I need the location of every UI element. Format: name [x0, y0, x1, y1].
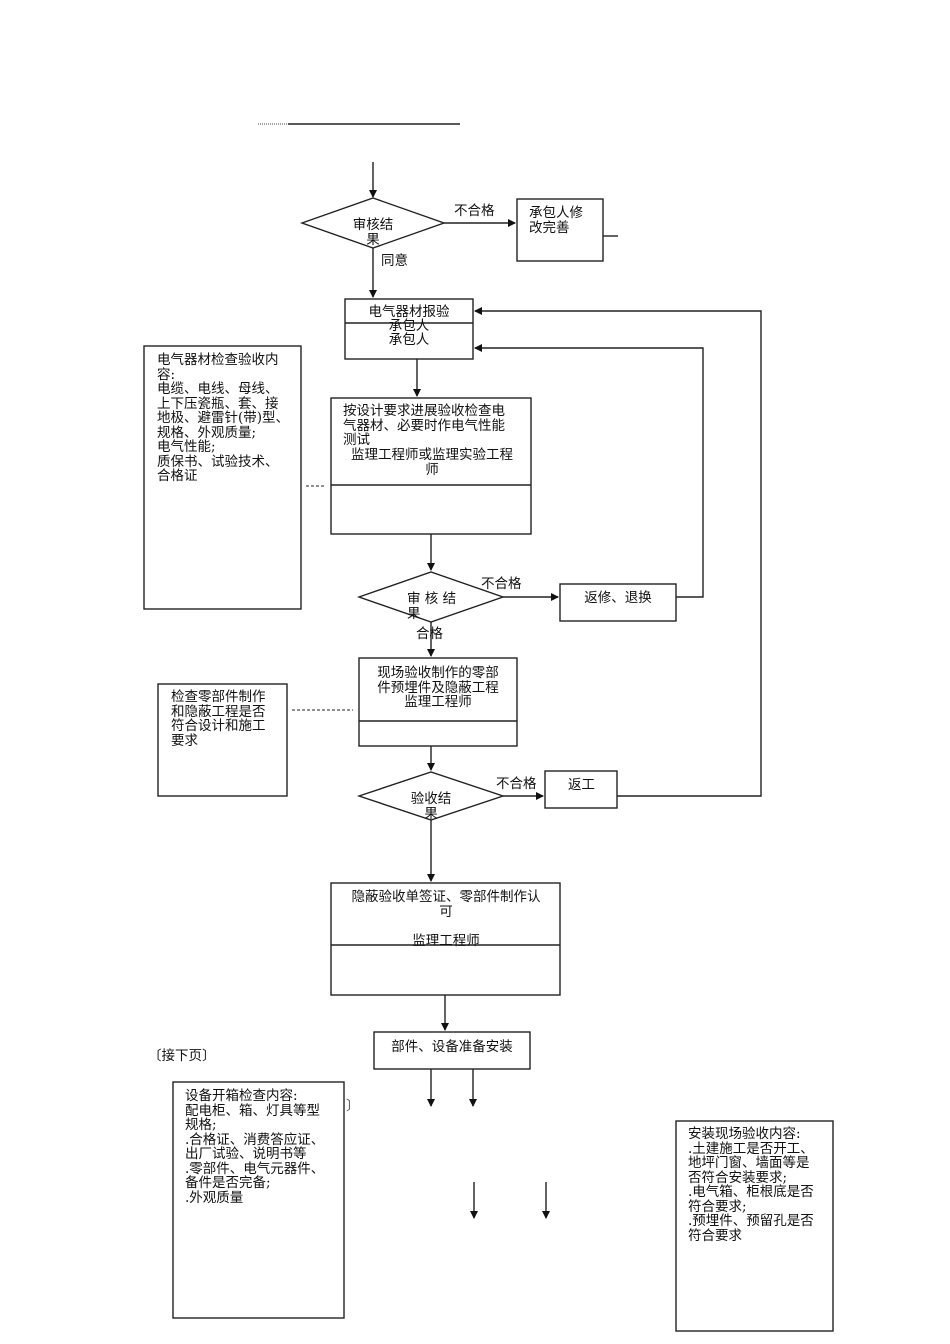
review1-agree-label: 同意 — [381, 253, 408, 269]
site-acceptance-box[interactable] — [358, 657, 518, 747]
site-acceptance-label: 现场验收制作的零部 件预埋件及隐蔽工程 — [377, 665, 499, 696]
repair-replace-label: 返修、退换 — [584, 590, 652, 606]
hidden-signoff-role: 监理工程师 — [412, 933, 480, 949]
review3-fail-label: 不合格 — [496, 776, 537, 792]
parts-check-notes-box — [157, 683, 288, 797]
material-report-title: 电气器材报验 — [368, 304, 450, 320]
repair-loop-arrow — [474, 344, 704, 598]
prepare-install-label: 部件、设备准备安装 — [391, 1039, 513, 1055]
material-check-notes-text: 电气器材检查验收内 容: 电缆、电线、母线、 上下压瓷瓶、套、接 地极、避雷针(… — [157, 352, 290, 484]
hidden-signoff-label: 隐蔽验收单签证、零部件制作认 可 — [351, 889, 541, 920]
review2-label: 审 核 结 果 — [407, 591, 457, 622]
material-report-box[interactable] — [344, 298, 474, 360]
contractor-fix-box[interactable] — [516, 198, 604, 262]
inspect-test-box[interactable] — [330, 397, 532, 535]
repair-replace-box[interactable] — [559, 583, 677, 622]
material-report-sub1: 承包人 — [388, 318, 430, 334]
rework-box[interactable] — [544, 770, 618, 809]
review2-fail-label: 不合格 — [481, 576, 522, 592]
contractor-fix-label: 承包人修 改完善 — [529, 205, 583, 236]
rework-loop-arrow — [474, 307, 762, 797]
continued-note: 〔接下页〕 — [148, 1048, 216, 1064]
parts-check-notes-text: 检查零部件制作 和隐蔽工程是否 符合设计和施工 要求 — [171, 689, 266, 749]
site-acceptance-role: 监理工程师 — [404, 694, 472, 710]
material-report-sub2: 承包人 — [388, 332, 430, 348]
inspect-test-label: 按设计要求进展验收检查电 气器材、必要时作电气性能 测试 — [343, 403, 505, 448]
site-install-notes-box — [675, 1120, 834, 1332]
unboxing-notes-box — [172, 1081, 345, 1319]
review2-pass-label: 合格 — [416, 626, 443, 642]
site-install-notes-text: 安装现场验收内容: .土建施工是否开工、 地坪门窗、墙面等是 否符合安装要求; … — [688, 1126, 814, 1244]
hidden-signoff-box[interactable] — [330, 882, 561, 996]
inspect-test-role: 监理工程师或监理实验工程 师 — [351, 447, 513, 478]
prepare-install-box[interactable] — [373, 1031, 531, 1070]
stray-bracket: 〕 — [346, 1098, 360, 1114]
rework-label: 返工 — [568, 777, 595, 793]
unboxing-notes-text: 设备开箱检查内容: 配电柜、箱、灯具等型 规格; .合格证、消费答应证、 出厂试… — [185, 1088, 325, 1206]
review3-label: 验收结 果 — [410, 791, 452, 822]
material-check-notes-box — [143, 345, 302, 610]
review1-fail-label: 不合格 — [454, 203, 495, 219]
review1-label: 审核结 果 — [352, 217, 394, 248]
